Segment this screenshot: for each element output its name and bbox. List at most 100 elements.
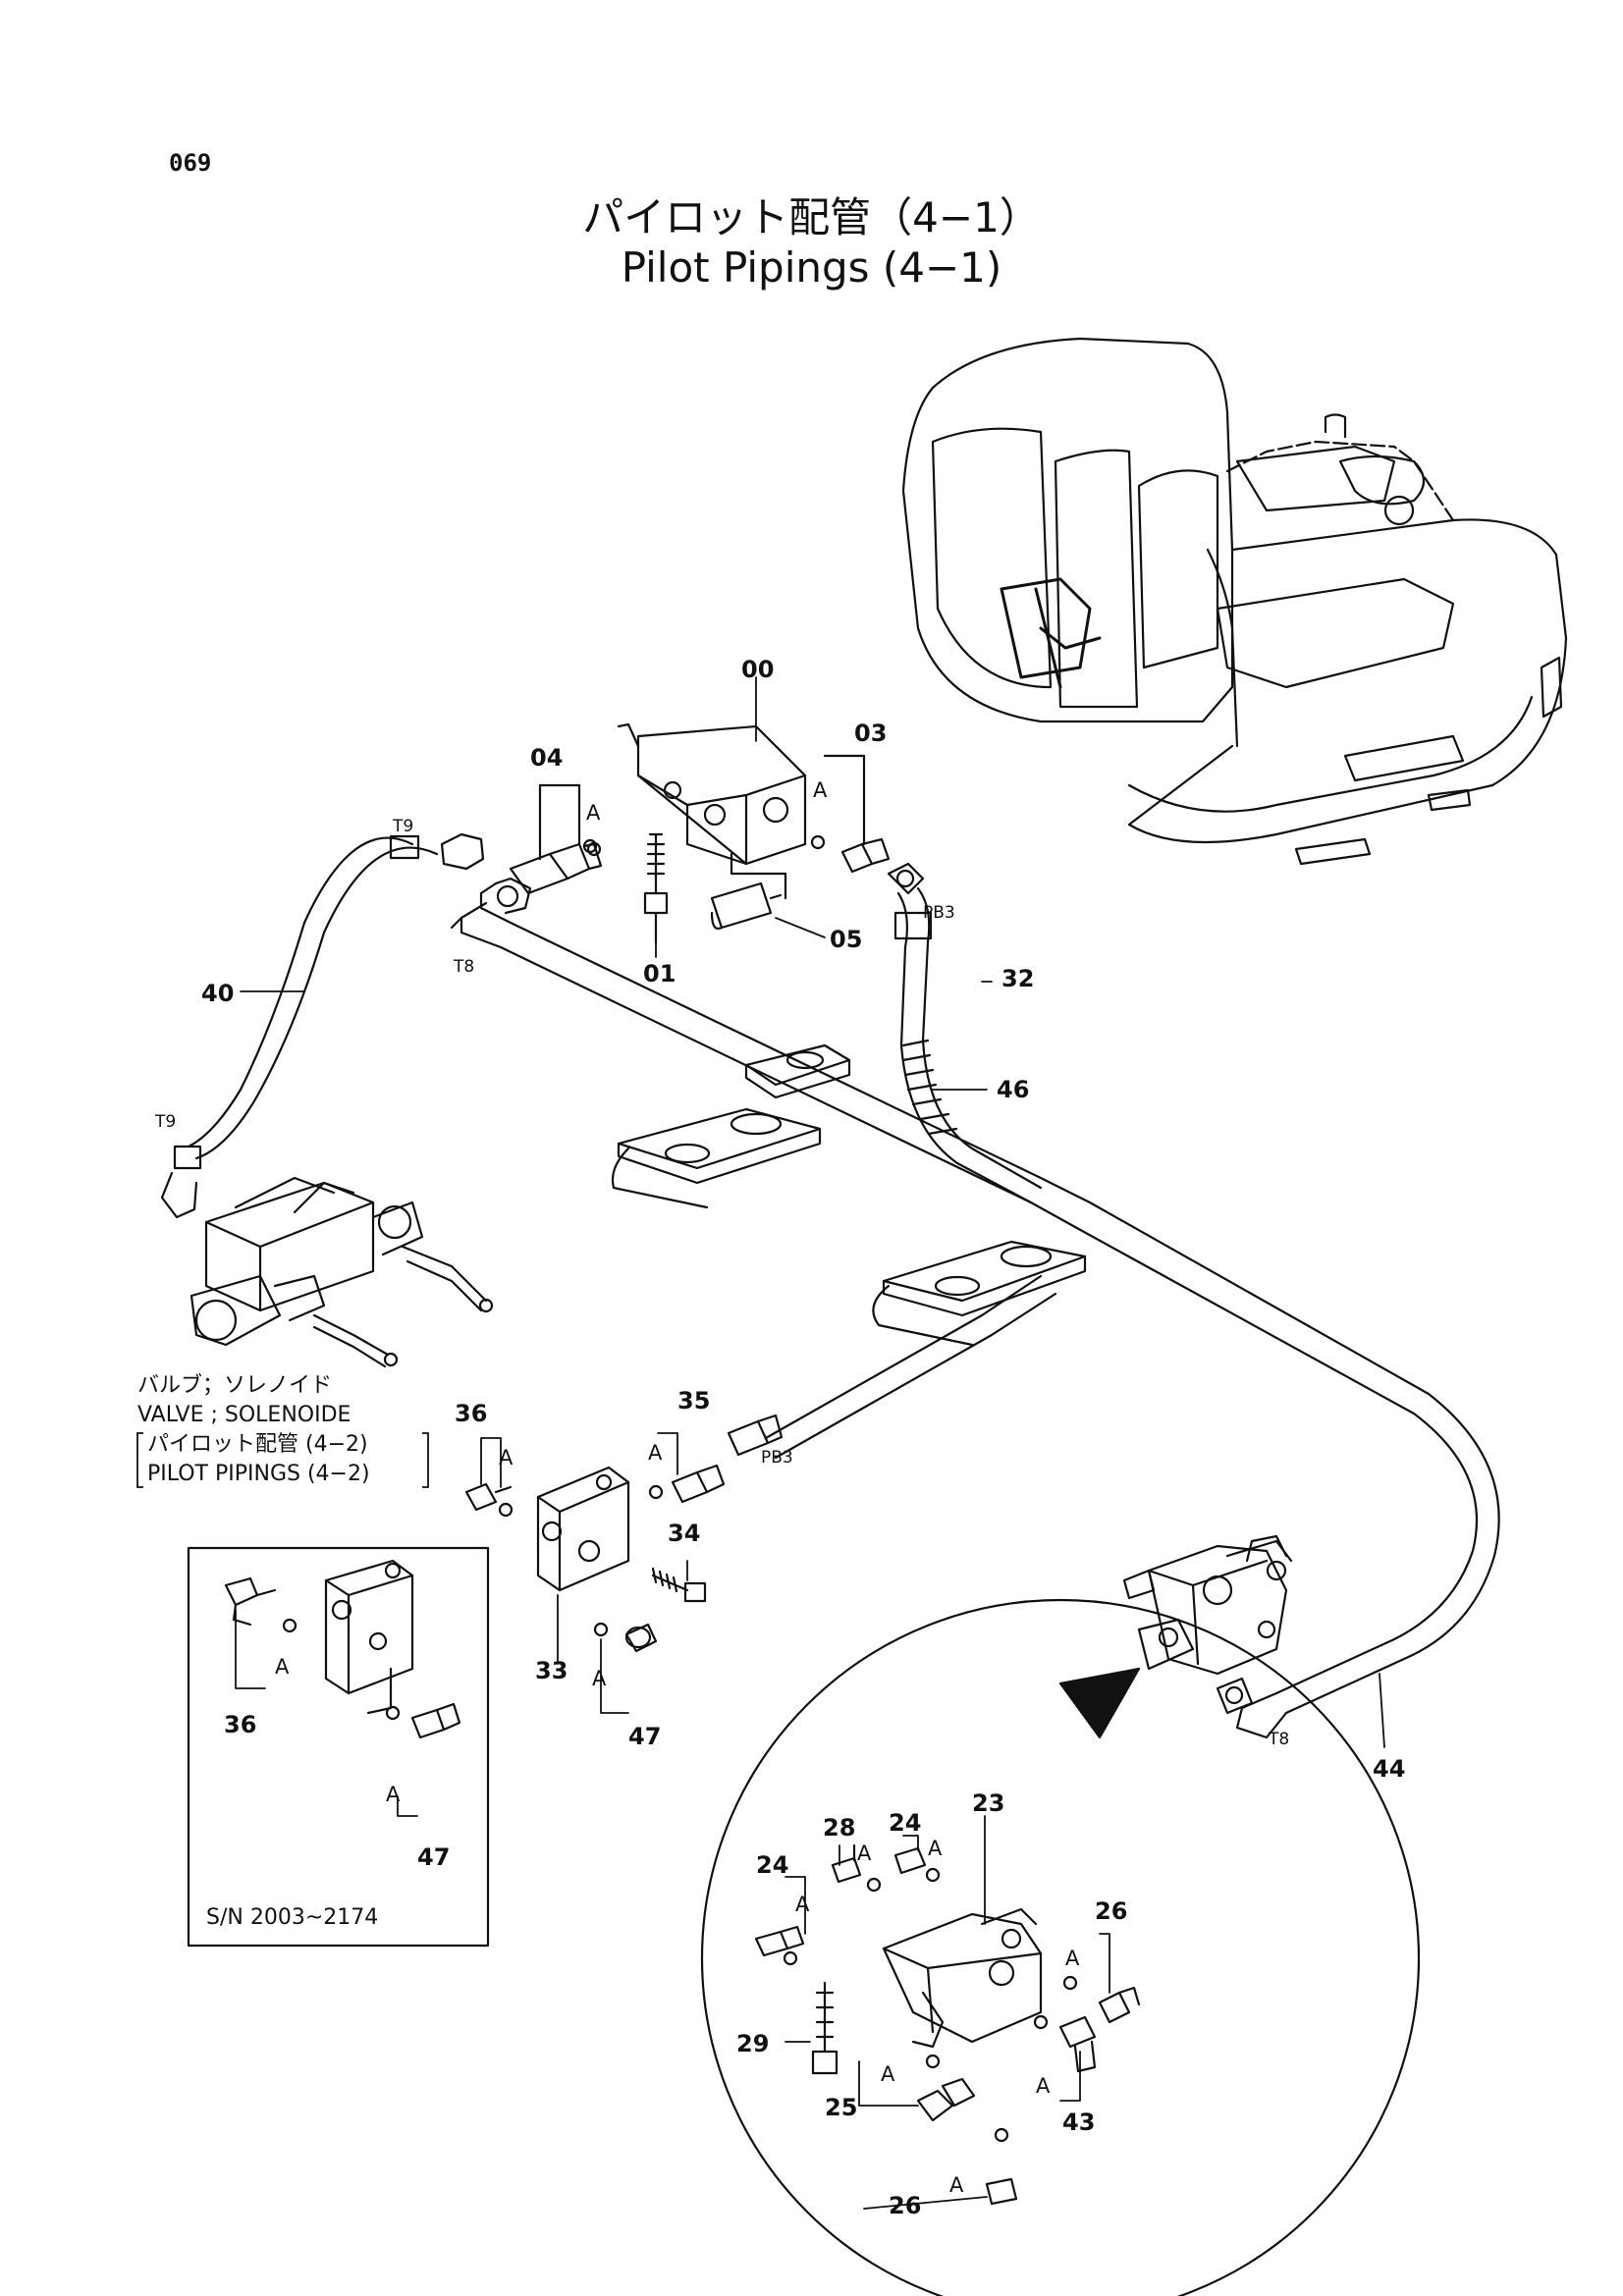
o-ring-inset-47: [385, 1705, 401, 1721]
o-ring-04: [582, 838, 598, 854]
port-t9-bottom: T9: [154, 1112, 176, 1132]
fitting-26-right: [1098, 1986, 1141, 2024]
port-pb3-bottom: PB3: [761, 1448, 793, 1468]
bolt-01: [643, 832, 669, 944]
label-24-left: 24: [756, 1851, 788, 1879]
o-ring-35: [648, 1484, 664, 1500]
title-japanese: パイロット配管（4−1）: [582, 193, 1041, 241]
ref-a: A: [881, 2062, 895, 2086]
o-ring-detail-28: [866, 1877, 882, 1893]
hose-32: [887, 862, 1043, 1204]
label-44: 44: [1373, 1755, 1405, 1783]
port-t9-top: T9: [392, 817, 413, 836]
clamp-plate: [611, 1107, 822, 1209]
plug-36: [464, 1482, 513, 1512]
label-00: 00: [741, 656, 774, 683]
valve-note-ref-en: PILOT PIPINGS (4−2): [147, 1462, 370, 1486]
valve-block-00: [617, 722, 807, 866]
ref-a: A: [1036, 2074, 1051, 2098]
label-43: 43: [1062, 2109, 1095, 2136]
label-29: 29: [736, 2030, 769, 2057]
o-ring-detail-26b: [994, 2127, 1009, 2143]
label-26-right: 26: [1095, 1897, 1127, 1925]
ref-a: A: [795, 1893, 810, 1916]
detail-pointer: [1058, 1667, 1141, 1739]
pipe-44: [450, 877, 1500, 1739]
o-ring-detail-24: [783, 1950, 798, 1966]
label-34: 34: [668, 1520, 700, 1547]
label-25: 25: [825, 2094, 857, 2121]
valve-note-ref-jp: パイロット配管 (4−2): [147, 1432, 368, 1457]
serial-inset: [187, 1546, 490, 1948]
o-ring-inset-36: [282, 1618, 298, 1633]
label-inset-47: 47: [417, 1843, 450, 1871]
valve-note-jp: バルブ；ソレノイド: [137, 1373, 332, 1398]
fitting-35: [671, 1464, 726, 1504]
fitting-25: [916, 2077, 976, 2122]
label-33: 33: [535, 1657, 568, 1684]
o-ring-47: [593, 1622, 609, 1637]
label-01: 01: [643, 960, 676, 988]
hose-40: [160, 832, 485, 1219]
label-28: 28: [823, 1814, 855, 1842]
port-t8-top: T8: [453, 957, 474, 977]
label-46: 46: [997, 1076, 1029, 1103]
title-english: Pilot Pipings (4−1): [621, 243, 1002, 292]
label-04: 04: [530, 744, 563, 772]
valve-note-en: VALVE ; SOLENOIDE: [137, 1403, 351, 1427]
ref-a: A: [275, 1655, 290, 1679]
pressure-switch-05: [710, 852, 787, 931]
excavator-illustration: [901, 337, 1568, 866]
leader-lines: [235, 676, 1385, 2210]
o-ring-03: [810, 834, 826, 850]
label-inset-36: 36: [224, 1711, 256, 1738]
protector-46: [901, 1039, 958, 1136]
o-ring-detail-43: [1033, 2014, 1049, 2030]
plug-47: [624, 1623, 658, 1653]
block-33: [536, 1466, 630, 1592]
ref-a: A: [592, 1667, 607, 1690]
ref-a: A: [813, 778, 828, 802]
o-ring-detail-24b: [925, 1867, 941, 1883]
clamp-plate: [744, 1043, 851, 1099]
label-03: 03: [854, 720, 887, 747]
label-26-bottom: 26: [889, 2192, 921, 2219]
label-47: 47: [628, 1723, 661, 1750]
ref-a: A: [586, 801, 601, 825]
label-32: 32: [1001, 965, 1034, 992]
fitting-26-bottom: [985, 2177, 1018, 2206]
fitting-43: [1058, 2015, 1097, 2073]
detail-circle: [701, 1599, 1420, 2296]
port-t8-bottom: T8: [1268, 1730, 1289, 1749]
port-pb3-top: PB3: [923, 903, 955, 923]
fitting-24-top: [893, 1846, 927, 1875]
o-ring-36: [498, 1502, 514, 1518]
detail-valve-23: [882, 1907, 1043, 2049]
label-35: 35: [677, 1387, 710, 1415]
page-number: 069: [169, 149, 212, 177]
o-ring-detail-25: [925, 2054, 941, 2069]
label-24-top: 24: [889, 1809, 921, 1837]
label-40: 40: [201, 980, 234, 1007]
ref-a: A: [857, 1842, 872, 1865]
valve-note-bracket: [136, 1432, 429, 1488]
bolt-34: [651, 1567, 707, 1603]
ref-a: A: [928, 1837, 943, 1860]
o-ring-detail-26: [1062, 1975, 1078, 1991]
hose-35-line: [727, 1274, 1057, 1460]
clamp-plate: [872, 1240, 1087, 1347]
ref-a: A: [1065, 1947, 1080, 1970]
ref-a: A: [648, 1441, 663, 1465]
ref-a: A: [499, 1446, 514, 1469]
serial-range: S/N 2003~2174: [206, 1905, 378, 1930]
label-05: 05: [830, 926, 862, 953]
fitting-24-left: [754, 1925, 805, 1957]
solenoid-valve: [189, 1176, 494, 1368]
ref-a: A: [386, 1783, 401, 1806]
label-36: 36: [455, 1400, 487, 1427]
bolt-29: [811, 1981, 839, 2075]
fitting-03: [823, 754, 891, 874]
fitting-28: [831, 1843, 862, 1884]
ref-a: A: [949, 2173, 964, 2197]
